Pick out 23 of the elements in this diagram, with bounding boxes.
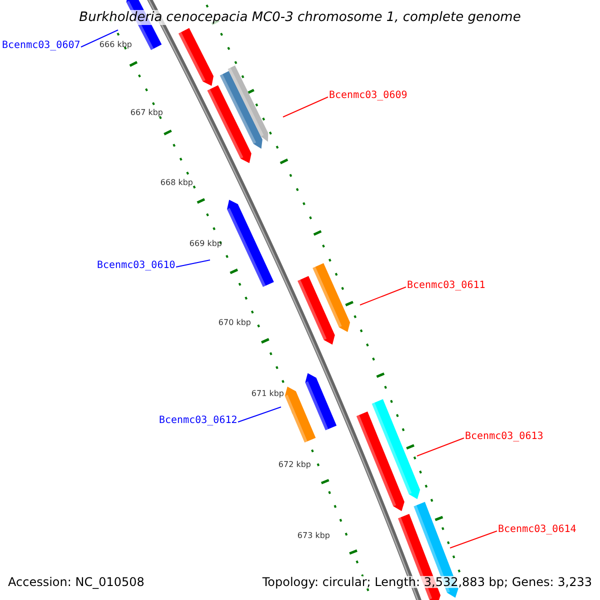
gene-label: Bcenmc03_0613 [465,431,544,443]
leader-line [238,406,282,422]
footer-note: Topology: circular; Length: 3,532,883 bp; Genes: 3,233 [262,576,592,588]
gene-label: Bcenmc03_0609 [329,90,408,102]
scale-label: 667 kbp [129,108,163,118]
footer-note: Accession: NC_010508 [8,576,144,588]
scale-label: 673 kbp [296,531,330,541]
gene-label: Bcenmc03_0614 [498,524,576,536]
gene-label: Bcenmc03_0611 [407,280,486,292]
gene-label: Bcenmc03_0610 [97,260,176,272]
scale-label: 670 kbp [217,318,251,328]
scale-label: 669 kbp [188,239,222,249]
leader-line [450,530,498,548]
gene-label: Bcenmc03_0607 [2,40,80,52]
scale-label: 668 kbp [159,178,193,188]
leader-line [282,96,328,118]
leader-line [80,30,118,48]
scale-label: 672 kbp [277,460,311,470]
gene-label: Bcenmc03_0612 [159,415,238,427]
scale-label: 671 kbp [250,389,284,399]
leader-line [360,286,406,306]
leader-line [176,260,210,268]
leader-line [416,438,464,456]
